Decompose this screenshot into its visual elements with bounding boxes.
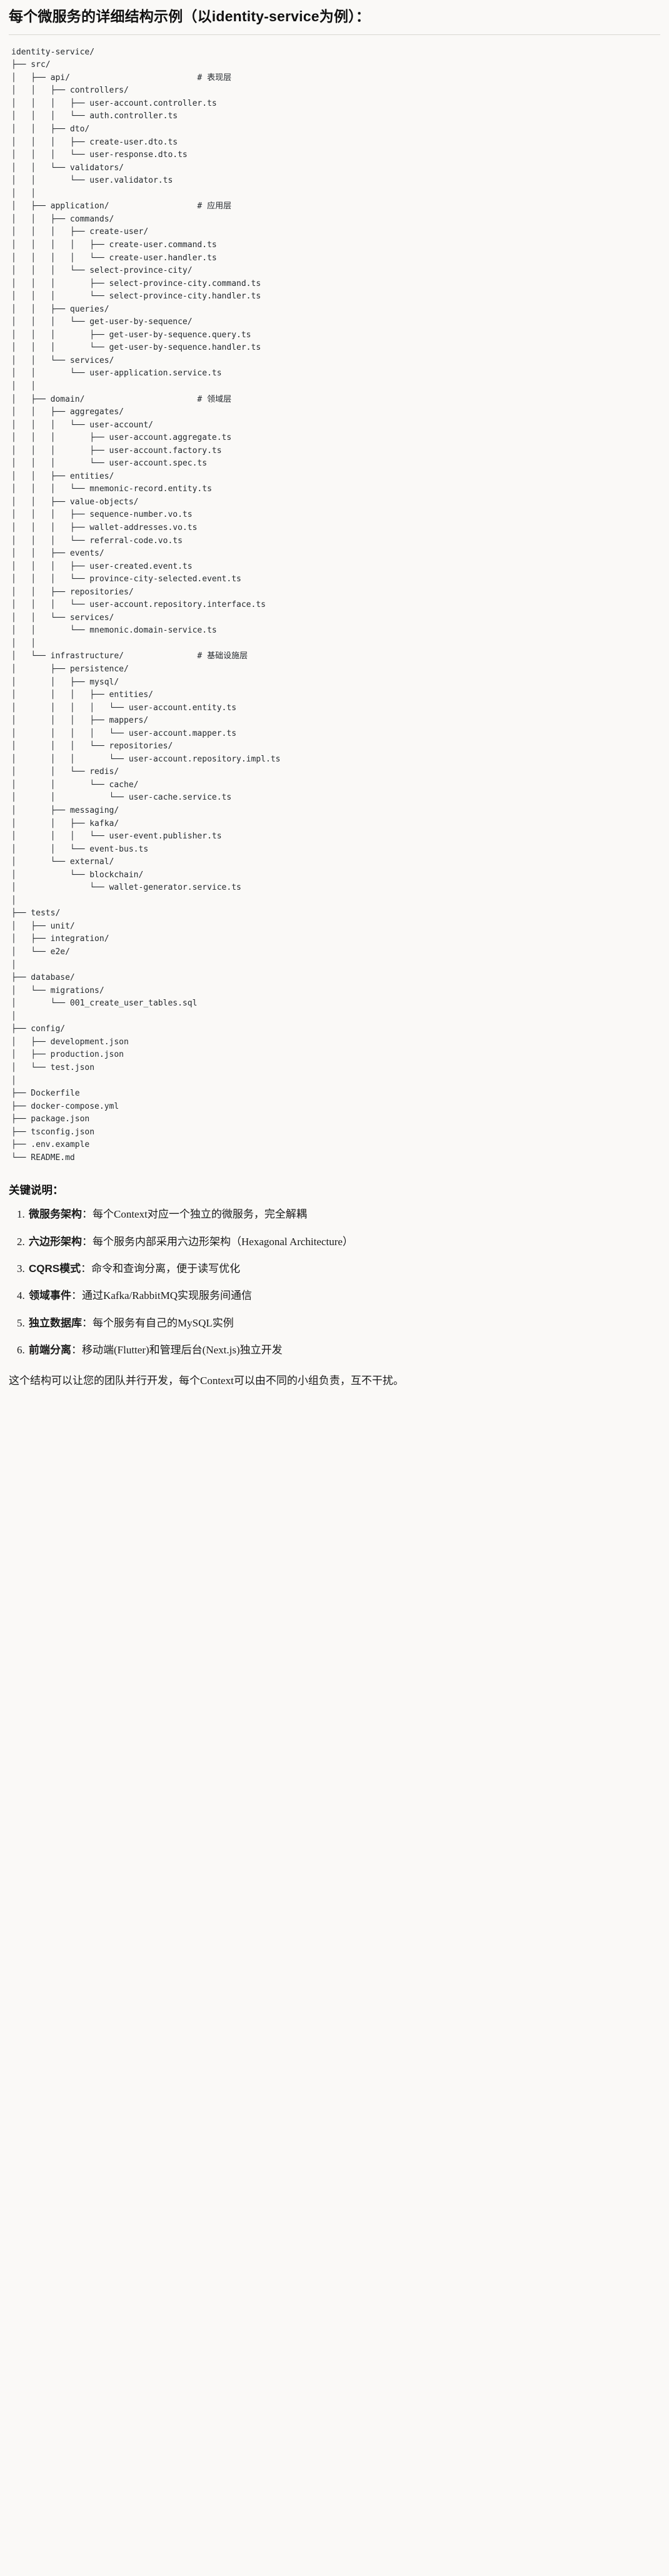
key-note-text: ：每个服务内部采用六边形架构（Hexagonal Architecture） [82,1235,353,1248]
key-note-text: ：移动端(Flutter)和管理后台(Next.js)独立开发 [71,1344,283,1357]
key-note-item: 前端分离：移动端(Flutter)和管理后台(Next.js)独立开发 [28,1342,660,1358]
key-note-item: 微服务架构：每个Context对应一个独立的微服务，完全解耦 [28,1206,660,1223]
page-title: 每个微服务的详细结构示例（以identity-service为例）： [9,8,371,24]
key-note-label: 微服务架构 [29,1208,82,1221]
key-note-item: 领域事件：通过Kafka/RabbitMQ实现服务间通信 [28,1288,660,1304]
directory-tree-text: identity-service/ ├── src/ │ ├── api/ # … [11,47,281,1163]
closing-paragraph: 这个结构可以让您的团队并行开发，每个Context可以由不同的小组负责，互不干扰… [9,1375,404,1387]
title-divider [9,34,660,35]
key-note-label: 领域事件 [29,1290,71,1302]
key-note-label: 六边形架构 [29,1235,82,1248]
key-notes-list: 微服务架构：每个Context对应一个独立的微服务，完全解耦六边形架构：每个服务… [9,1206,660,1358]
key-note-item: 独立数据库：每个服务有自己的MySQL实例 [28,1315,660,1331]
key-note-text: ：每个Context对应一个独立的微服务，完全解耦 [82,1208,307,1221]
key-note-text: ：通过Kafka/RabbitMQ实现服务间通信 [71,1290,252,1302]
document-page: 每个微服务的详细结构示例（以identity-service为例）： ident… [0,0,669,1400]
key-note-label: 前端分离 [29,1344,71,1357]
directory-tree-code-block: identity-service/ ├── src/ │ ├── api/ # … [9,46,660,1169]
key-note-text: ：命令和查询分离，便于读写优化 [81,1263,241,1275]
key-notes-title: 关键说明： [9,1184,64,1197]
key-note-item: CQRS模式：命令和查询分离，便于读写优化 [28,1261,660,1277]
key-note-text: ：每个服务有自己的MySQL实例 [82,1316,234,1329]
key-note-item: 六边形架构：每个服务内部采用六边形架构（Hexagonal Architectu… [28,1234,660,1250]
key-note-label: 独立数据库 [29,1316,82,1329]
key-note-label: CQRS模式 [29,1263,81,1275]
